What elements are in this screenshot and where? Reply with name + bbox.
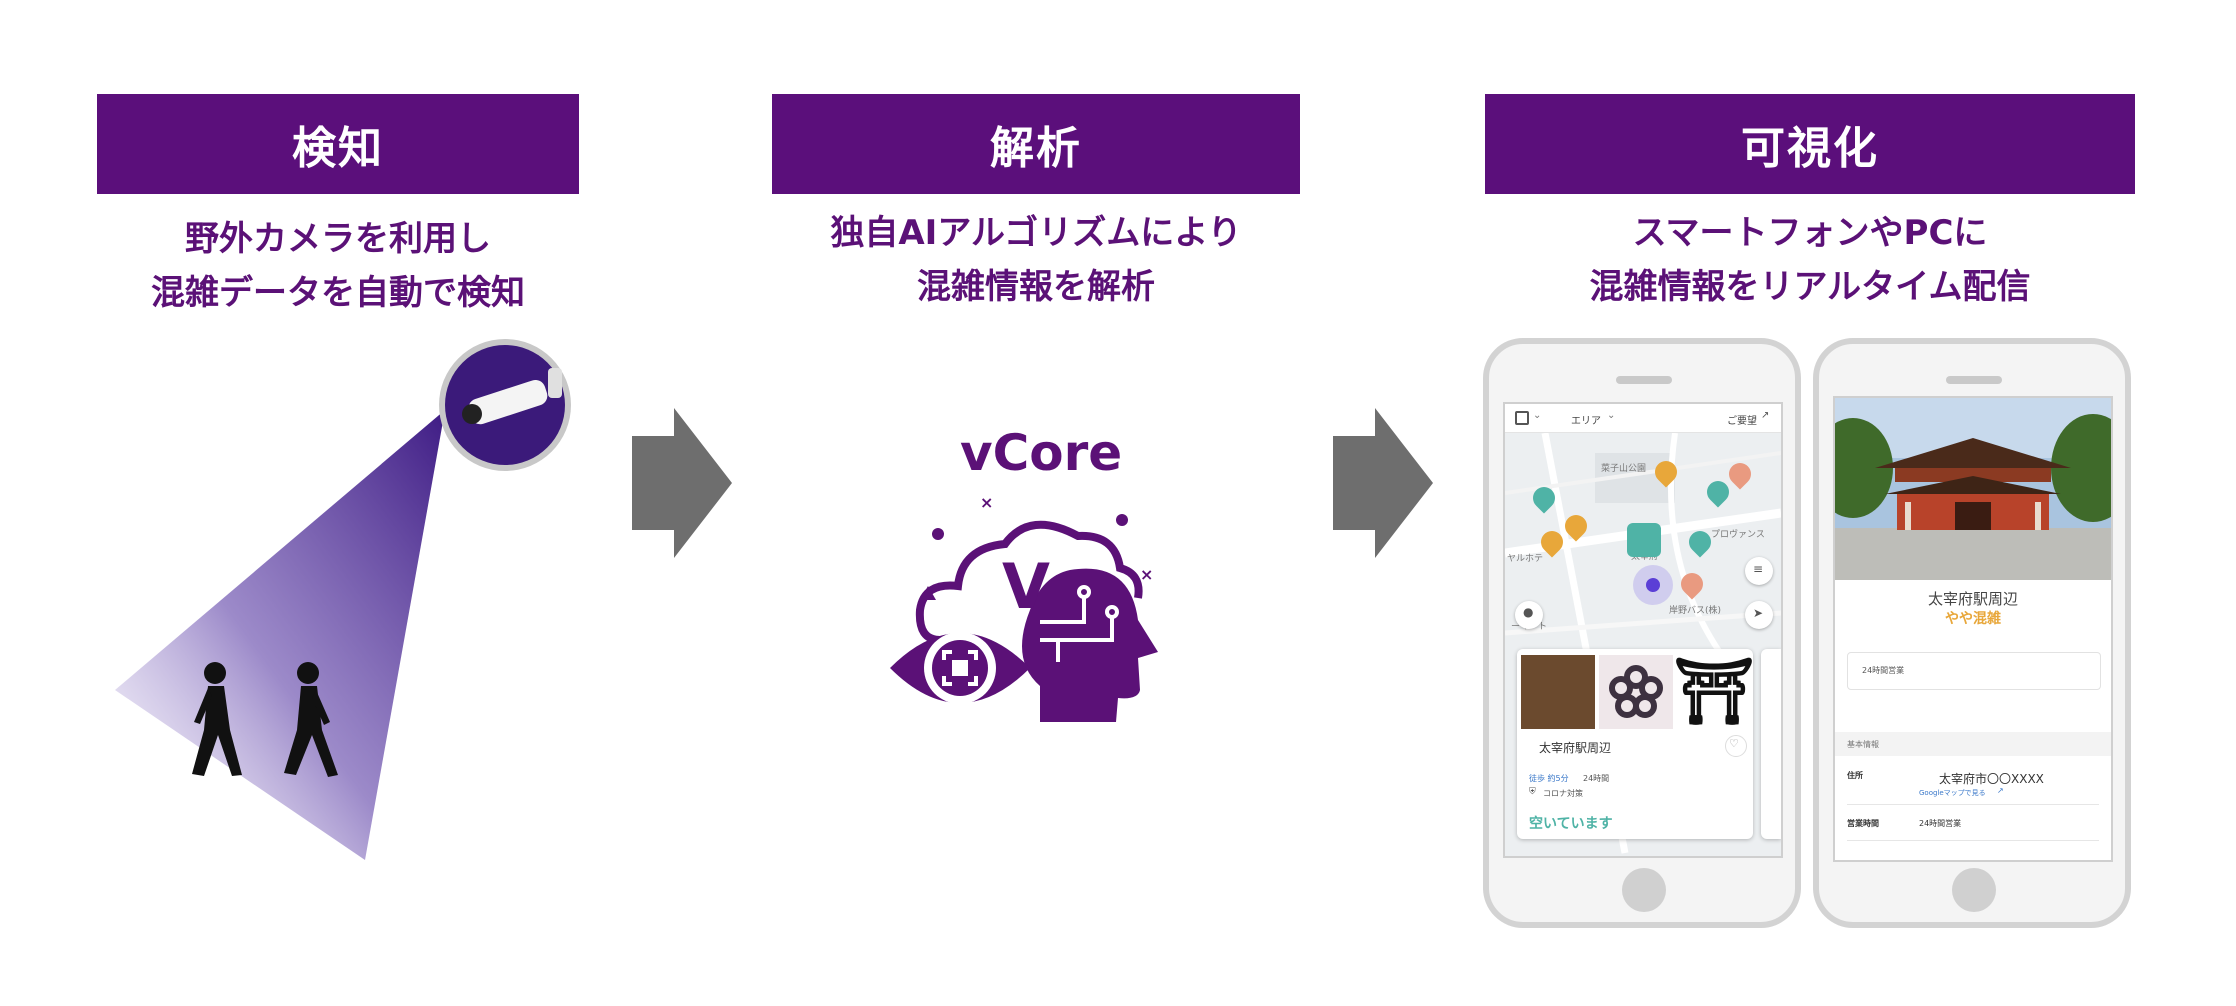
shield-icon: ⛨: [1529, 787, 1536, 797]
camera-illustration: [115, 339, 571, 860]
list-view-button[interactable]: [1745, 557, 1773, 585]
walk-time: 徒歩 約5分: [1529, 774, 1569, 783]
google-maps-link[interactable]: Googleマップで見る: [1919, 789, 1986, 797]
home-icon[interactable]: [1515, 411, 1529, 425]
chevron-down-icon[interactable]: ⌄: [1607, 410, 1616, 421]
map-label: 太宰府: [1631, 552, 1659, 562]
map-label: 菜子山公園: [1601, 464, 1647, 474]
list-icon: ≡: [1753, 562, 1764, 576]
hours-box-text: 24時間営業: [1862, 666, 1905, 675]
circuit-icon: [1040, 585, 1119, 662]
row-divider: [1847, 840, 2099, 841]
phone-detail-screen: 太宰府駅周辺 やや混雑 24時間営業 基本情報 住所 太宰府市〇〇XXXX Go…: [1833, 396, 2113, 862]
congestion-status: 空いています: [1529, 816, 1613, 832]
request-link[interactable]: ご要望: [1727, 416, 1757, 427]
vcore-ai-logo: × × V: [890, 493, 1158, 722]
covid-measure-label: コロナ対策: [1543, 789, 1583, 798]
congestion-status: やや混雑: [1945, 611, 2001, 627]
camera-icon: [439, 339, 571, 471]
external-link-icon[interactable]: ↗: [1761, 410, 1770, 421]
ai-head-icon: [1022, 568, 1158, 722]
step-detect-desc-line2: 混雑データを自動で検知: [151, 273, 525, 313]
step-visualize-header: 可視化: [1485, 94, 2135, 194]
step-detect-description: 野外カメラを利用し 混雑データを自動で検知: [97, 212, 579, 320]
place-photo-plum-crest: [1599, 655, 1673, 729]
step-detect-header: 検知: [97, 94, 579, 194]
step-analyze-title: 解析: [990, 123, 1082, 174]
place-card-title: 太宰府駅周辺: [1539, 741, 1612, 755]
flow-arrow-2: [1333, 408, 1433, 558]
step-visualize-description: スマートフォンやPCに 混雑情報をリアルタイム配信: [1485, 206, 2135, 314]
map-area[interactable]: 菜子山公園 プロヴァンス 太宰府 ヤルホテ 岸野バス(株) ーマート ≡ ➤ ●: [1505, 433, 1781, 856]
heart-icon: ♡: [1729, 737, 1739, 750]
favorite-heart-button[interactable]: [1725, 735, 1747, 757]
address-label: 住所: [1847, 771, 1863, 780]
svg-text:×: ×: [1140, 565, 1153, 584]
next-place-card-peek[interactable]: [1761, 649, 1781, 839]
address-value: 太宰府市〇〇XXXX: [1939, 772, 2044, 786]
area-selector[interactable]: エリア: [1571, 416, 1601, 427]
phone-map-screen: ⌄ エリア ⌄ ご要望 ↗ 菜子山公園 プロヴァンス 太宰府 ヤルホテ 岸野バス…: [1503, 402, 1783, 858]
user-icon: ●: [1523, 605, 1534, 619]
place-card[interactable]: ⛩ 太宰府駅周辺 ♡ 徒歩 約5分 24時間 ⛨ コロナ対策 空いています: [1517, 649, 1755, 839]
place-photo-torii: ⛩: [1673, 655, 1755, 729]
svg-text:×: ×: [980, 493, 993, 512]
map-top-bar: ⌄ エリア ⌄ ご要望 ↗: [1505, 404, 1781, 433]
step-analyze-description: 独自AIアルゴリズムにより 混雑情報を解析: [772, 206, 1300, 314]
step-analyze-desc-line2: 混雑情報を解析: [917, 267, 1155, 307]
chevron-down-icon[interactable]: ⌄: [1533, 410, 1542, 421]
phone-home-button[interactable]: [1622, 868, 1666, 912]
step-visualize-desc-line2: 混雑情報をリアルタイム配信: [1589, 267, 2031, 307]
map-label: ヤルホテ: [1507, 554, 1544, 564]
phone-detail-mockup: 太宰府駅周辺 やや混雑 24時間営業 基本情報 住所 太宰府市〇〇XXXX Go…: [1813, 338, 2131, 928]
step-analyze-desc-line1: 独自AIアルゴリズムにより: [830, 213, 1242, 253]
camera-view-beam: [115, 410, 445, 860]
walking-people-icon: [192, 662, 338, 777]
place-photo-statue: [1521, 655, 1595, 729]
focus-frame-icon: [942, 650, 978, 686]
step-analyze-header: 解析: [772, 94, 1300, 194]
hours-box: 24時間営業: [1847, 652, 2101, 690]
shrine-photo: [1835, 398, 2111, 580]
open-hours: 24時間: [1583, 774, 1610, 783]
step-visualize-desc-line1: スマートフォンやPCに: [1632, 213, 1988, 253]
row-divider: [1847, 804, 2099, 805]
navigation-arrow-icon: ➤: [1753, 606, 1764, 620]
phone-map-mockup: ⌄ エリア ⌄ ご要望 ↗ 菜子山公園 プロヴァンス 太宰府 ヤルホテ 岸野バス…: [1483, 338, 1801, 928]
vcore-letter: V: [1002, 550, 1050, 623]
map-pin-teal-selected[interactable]: [1627, 523, 1661, 557]
business-hours-label: 営業時間: [1847, 819, 1879, 828]
current-location-button[interactable]: [1745, 601, 1773, 629]
cloud-outline-icon: [915, 520, 1143, 644]
business-hours-value: 24時間営業: [1919, 819, 1962, 828]
flow-arrow-1: [632, 408, 732, 558]
step-detect-desc-line1: 野外カメラを利用し: [185, 219, 491, 259]
phone-speaker: [1616, 376, 1672, 384]
step-visualize-title: 可視化: [1741, 123, 1879, 174]
place-name: 太宰府駅周辺: [1927, 590, 2018, 608]
map-label: プロヴァンス: [1711, 530, 1765, 540]
section-basic-info: 基本情報: [1835, 732, 2111, 756]
phone-speaker: [1946, 376, 2002, 384]
section-basic-info-label: 基本情報: [1847, 740, 1879, 749]
phone-home-button[interactable]: [1952, 868, 1996, 912]
vcore-label: vCore: [960, 424, 1123, 482]
step-detect-title: 検知: [292, 123, 384, 174]
external-link-icon[interactable]: ↗: [1997, 786, 2004, 795]
user-account-button[interactable]: [1515, 601, 1543, 629]
map-label: 岸野バス(株): [1669, 606, 1722, 616]
